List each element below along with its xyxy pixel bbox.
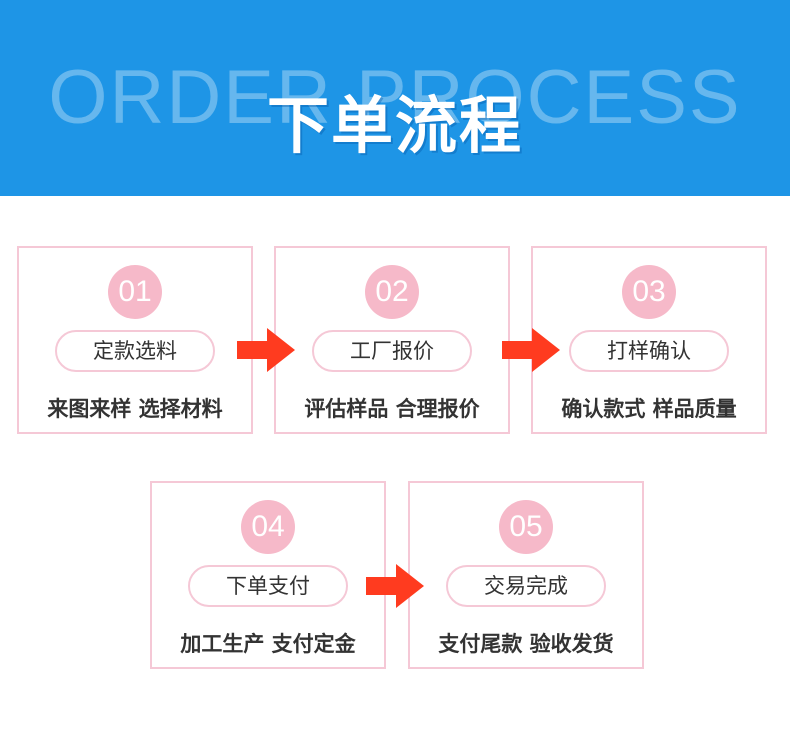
step-card-4: 04 下单支付 加工生产 支付定金: [150, 481, 386, 669]
header-banner: ORDER PROCESS 下单流程: [0, 0, 790, 196]
step-card-5: 05 交易完成 支付尾款 验收发货: [408, 481, 644, 669]
step-description: 确认款式 样品质量: [561, 397, 737, 421]
step-description: 评估样品 合理报价: [304, 397, 480, 421]
step-number-badge: 01: [108, 265, 162, 319]
step-number-badge: 02: [365, 265, 419, 319]
header-title-cn: 下单流程: [266, 89, 523, 162]
header-title-en: ORDER PROCESS: [48, 55, 742, 140]
step-description: 来图来样 选择材料: [47, 397, 223, 421]
step-card-3: 03 打样确认 确认款式 样品质量: [531, 246, 767, 434]
step-action-label: 打样确认: [569, 330, 729, 372]
step-description: 支付尾款 验收发货: [438, 632, 614, 656]
step-description: 加工生产 支付定金: [180, 632, 356, 656]
arrow-right-icon: [366, 564, 424, 608]
step-number-badge: 04: [241, 500, 295, 554]
step-card-1: 01 定款选料 来图来样 选择材料: [17, 246, 253, 434]
step-number-badge: 05: [499, 500, 553, 554]
step-card-2: 02 工厂报价 评估样品 合理报价: [274, 246, 510, 434]
step-action-label: 定款选料: [55, 330, 215, 372]
step-action-label: 下单支付: [188, 565, 348, 607]
arrow-right-icon: [502, 328, 560, 372]
step-number-badge: 03: [622, 265, 676, 319]
step-action-label: 交易完成: [446, 565, 606, 607]
step-action-label: 工厂报价: [312, 330, 472, 372]
arrow-right-icon: [237, 328, 295, 372]
